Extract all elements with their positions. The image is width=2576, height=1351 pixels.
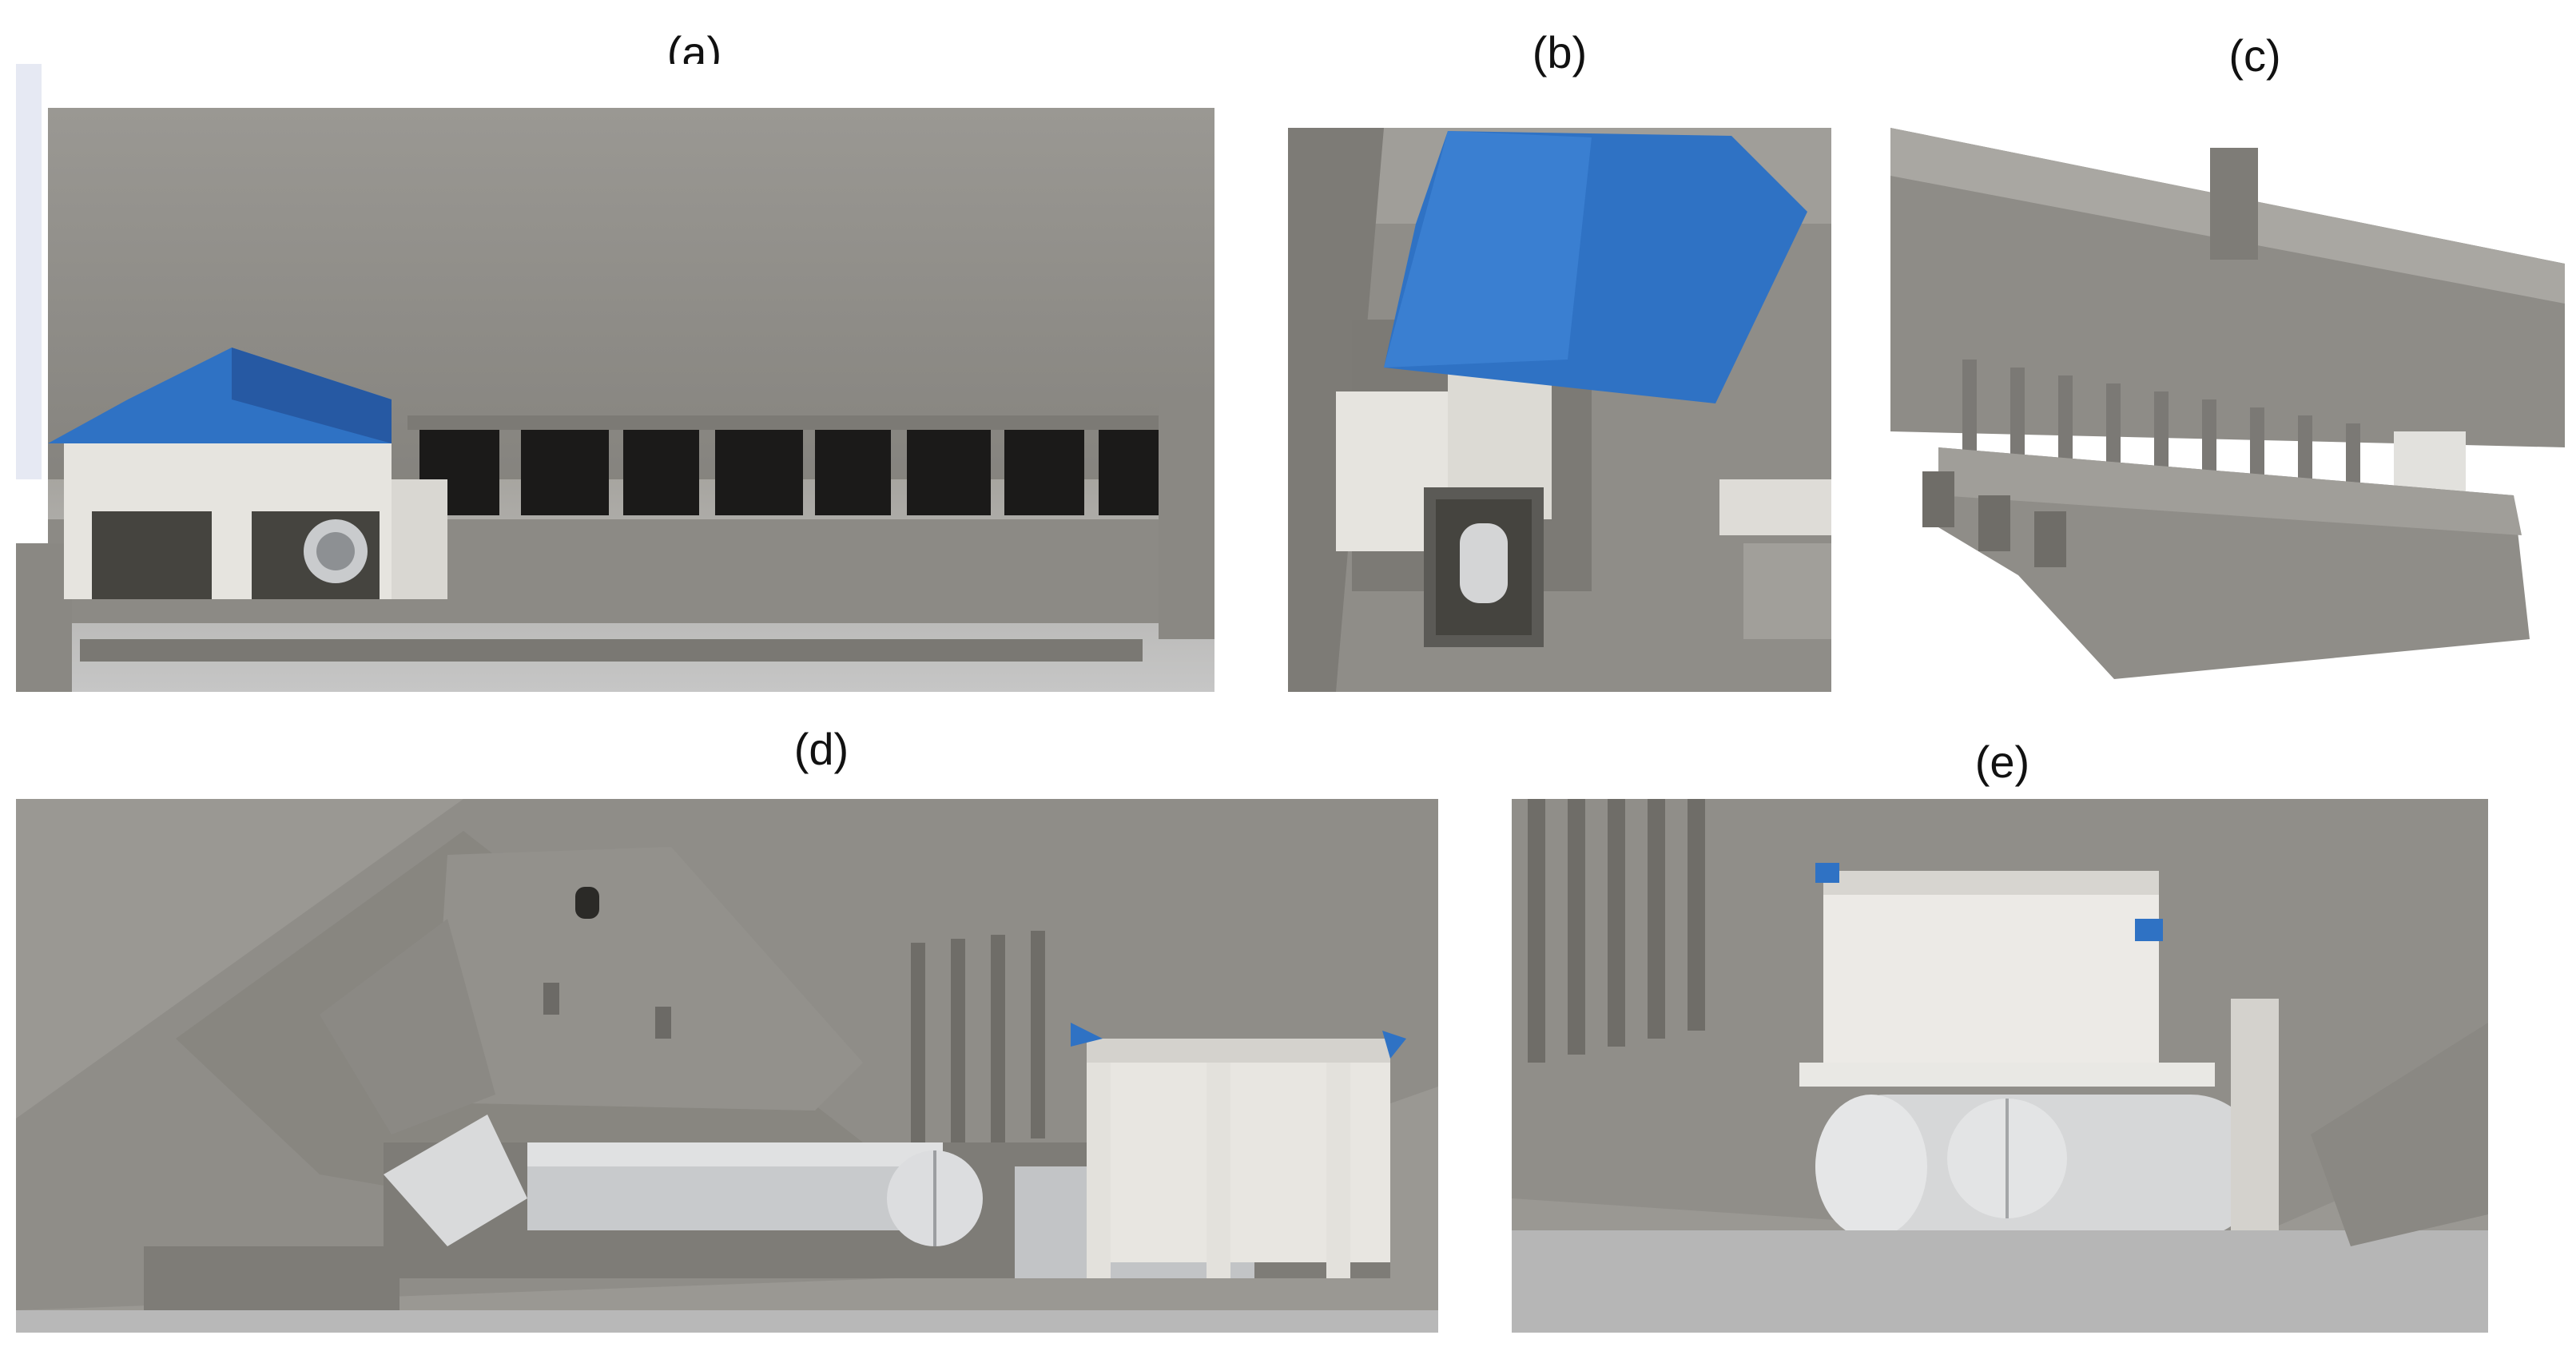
panel-label-d: (d) (793, 724, 849, 774)
panel-d-render (16, 799, 1438, 1333)
valve (384, 1115, 527, 1246)
culvert-openings (419, 427, 1167, 515)
buttress-row (1528, 799, 1705, 1063)
panel-e-render (1512, 799, 2488, 1333)
sky-strip (16, 64, 42, 479)
panel-label-c: (c) (2228, 30, 2281, 81)
panel-label-b: (b) (1532, 27, 1588, 77)
pipe (1460, 523, 1508, 603)
buttress-row (911, 931, 1045, 1150)
panel-label-e: (e) (1974, 737, 2030, 787)
house-frame (1823, 871, 2159, 1087)
panel-a-render (16, 64, 1214, 692)
panel-b-render (1288, 128, 1831, 692)
panel-c-render (1890, 128, 2565, 703)
